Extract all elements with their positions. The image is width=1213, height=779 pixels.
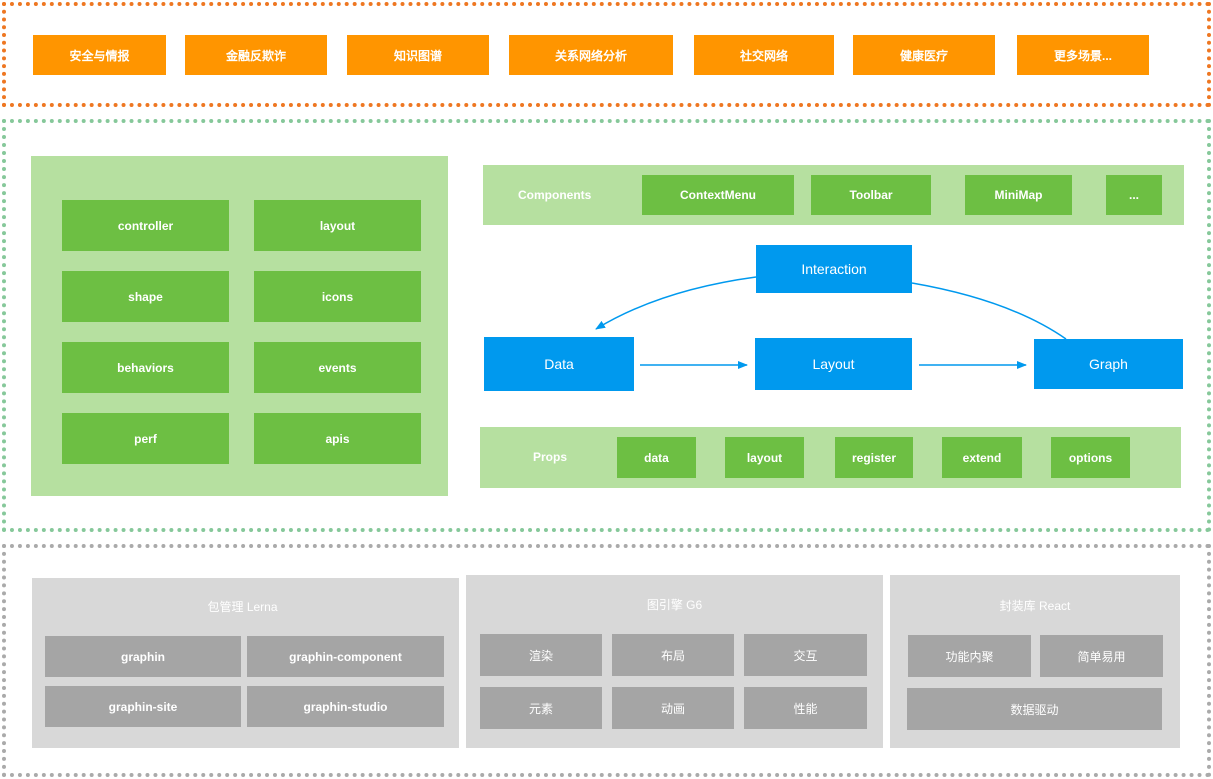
scenario-network-analysis: 关系网络分析 <box>509 35 673 75</box>
module-shape: shape <box>62 271 229 322</box>
scenario-security: 安全与情报 <box>33 35 166 75</box>
flow-graph: Graph <box>1034 339 1183 389</box>
react-easy: 简单易用 <box>1040 635 1163 677</box>
arrow-interaction-to-data <box>595 276 757 330</box>
module-perf: perf <box>62 413 229 464</box>
react-title: 封装库 React <box>999 598 1071 613</box>
g6-title: 图引擎 G6 <box>646 597 703 612</box>
g6-layout: 布局 <box>612 634 734 676</box>
component-contextmenu: ContextMenu <box>642 175 794 215</box>
package-graphin-studio: graphin-studio <box>247 686 444 727</box>
component-toolbar: Toolbar <box>811 175 931 215</box>
module-icons: icons <box>254 271 421 322</box>
module-behaviors: behaviors <box>62 342 229 393</box>
prop-extend: extend <box>942 437 1022 478</box>
scenario-social: 社交网络 <box>694 35 834 75</box>
prop-options: options <box>1051 437 1130 478</box>
component-more: ... <box>1106 175 1162 215</box>
scenarios-frame <box>2 2 1211 107</box>
core-frame <box>2 119 1211 532</box>
flow-layout: Layout <box>755 338 912 390</box>
module-apis: apis <box>254 413 421 464</box>
g6-interaction: 交互 <box>744 634 867 676</box>
module-events: events <box>254 342 421 393</box>
components-label: Components <box>518 188 592 202</box>
scenario-knowledge-graph: 知识图谱 <box>347 35 489 75</box>
arrow-interaction-to-graph <box>911 282 1067 340</box>
prop-register: register <box>835 437 913 478</box>
prop-layout: layout <box>725 437 804 478</box>
g6-element: 元素 <box>480 687 602 729</box>
react-cohesion: 功能内聚 <box>908 635 1031 677</box>
prop-data: data <box>617 437 696 478</box>
props-label: Props <box>533 450 568 464</box>
g6-performance: 性能 <box>744 687 867 729</box>
scenario-health: 健康医疗 <box>853 35 995 75</box>
g6-animation: 动画 <box>612 687 734 729</box>
scenario-more: 更多场景... <box>1017 35 1149 75</box>
react-data-driven: 数据驱动 <box>907 688 1162 730</box>
g6-render: 渲染 <box>480 634 602 676</box>
package-graphin-component: graphin-component <box>247 636 444 677</box>
module-controller: controller <box>62 200 229 251</box>
package-graphin: graphin <box>45 636 241 677</box>
package-graphin-site: graphin-site <box>45 686 241 727</box>
component-minimap: MiniMap <box>965 175 1072 215</box>
scenario-finance: 金融反欺诈 <box>185 35 327 75</box>
lerna-title: 包管理 Lerna <box>207 599 278 614</box>
flow-data: Data <box>484 337 634 391</box>
module-layout: layout <box>254 200 421 251</box>
flow-interaction: Interaction <box>756 245 912 293</box>
packages-frame <box>2 544 1211 777</box>
